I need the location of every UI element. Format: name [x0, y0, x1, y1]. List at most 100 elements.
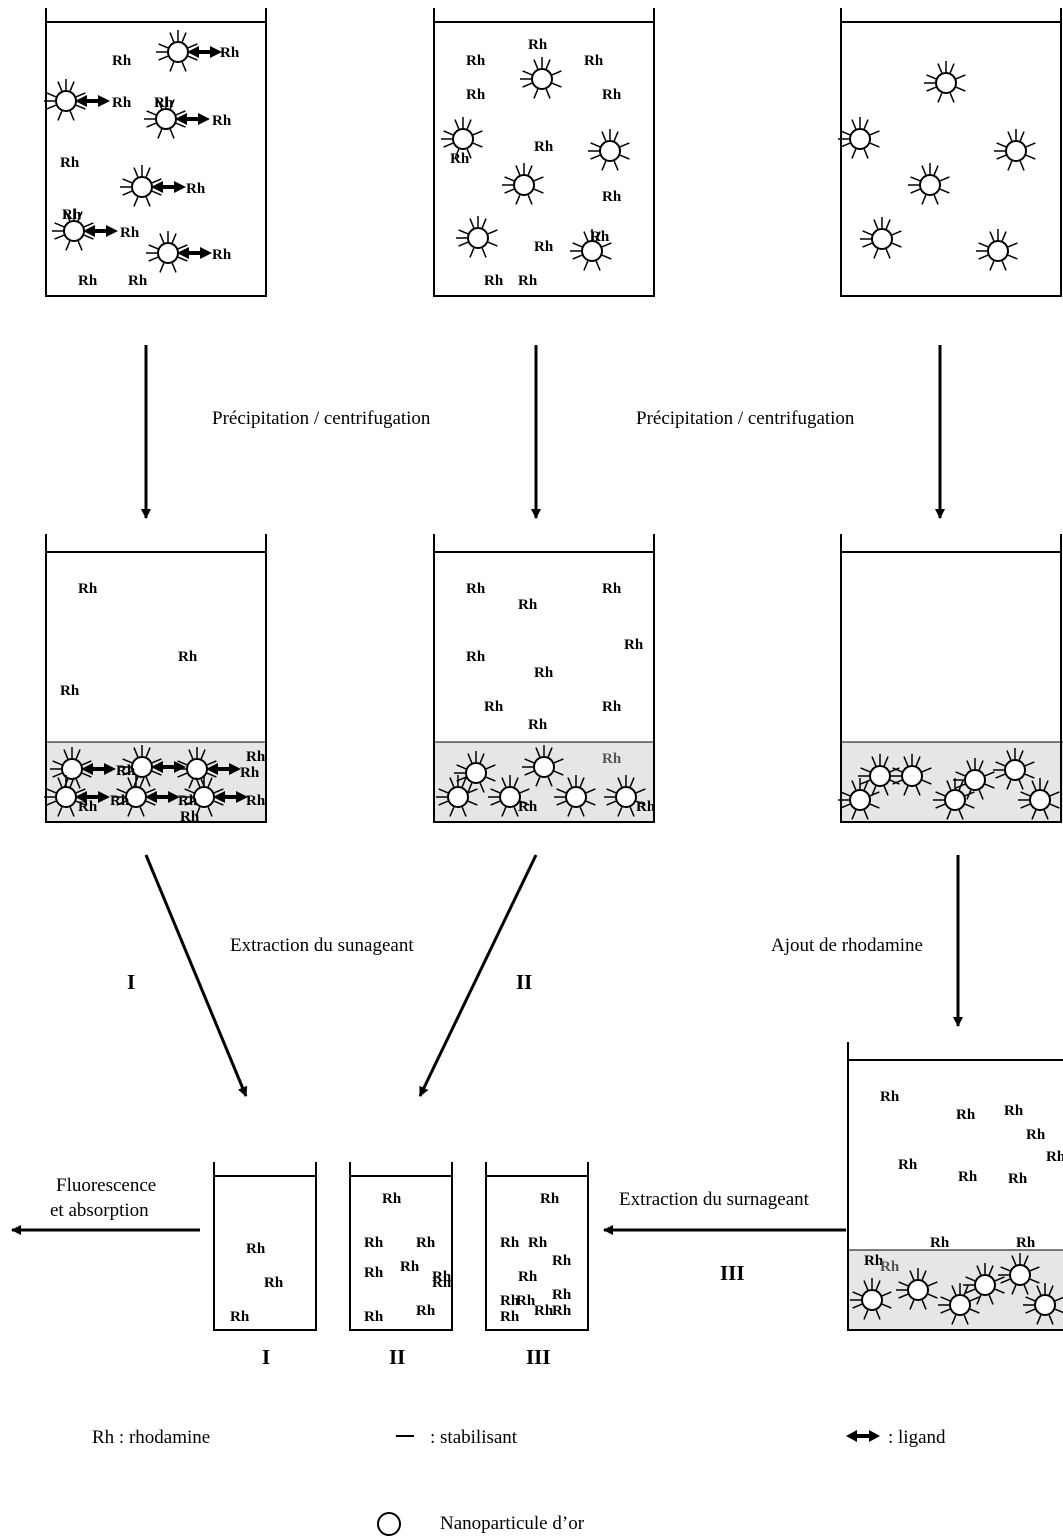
- gold-nanoparticle: [858, 754, 900, 796]
- rhodamine-label: Rh: [534, 139, 554, 155]
- rhodamine-label: Rh: [534, 665, 554, 681]
- sample-beaker-III: [485, 1162, 589, 1331]
- gold-nanoparticle: [604, 775, 646, 817]
- beaker-mid-left: [45, 534, 267, 823]
- rhodamine-label: Rh: [112, 53, 132, 69]
- rhodamine-label: Rh: [518, 273, 538, 289]
- gold-nanoparticle: [963, 1263, 1005, 1305]
- label-extraction-left: Extraction du sunageant: [230, 935, 414, 956]
- rhodamine-label: Rh: [246, 1241, 266, 1257]
- gold-nanoparticle: [520, 57, 562, 99]
- rhodamine-label: Rh: [1008, 1171, 1028, 1187]
- rhodamine-label: Rh: [78, 581, 98, 597]
- rhodamine-label: Rh: [186, 181, 206, 197]
- rhodamine-label: Rh: [484, 699, 504, 715]
- legend-ligand: : ligand: [888, 1427, 946, 1448]
- rhodamine-label: Rh: [958, 1169, 978, 1185]
- gold-nanoparticle: [860, 217, 902, 259]
- gold-nanoparticle: [570, 229, 612, 271]
- rhodamine-label: Rh: [534, 1303, 554, 1319]
- rhodamine-label: Rh: [518, 799, 538, 815]
- rhodamine-label: Rh: [484, 273, 504, 289]
- rhodamine-label: Rh: [1026, 1127, 1046, 1143]
- gold-nanoparticle: [890, 754, 932, 796]
- gold-nanoparticle: [908, 163, 950, 205]
- sample-label-II: II: [389, 1345, 406, 1369]
- rhodamine-label: Rh: [898, 1157, 918, 1173]
- gold-nanoparticle: [120, 165, 186, 207]
- rhodamine-label: Rh: [466, 87, 486, 103]
- rhodamine-label: Rh: [154, 95, 174, 111]
- gold-nanoparticle: [938, 1283, 980, 1325]
- rhodamine-label: Rh: [466, 53, 486, 69]
- rhodamine-label: Rh: [552, 1253, 572, 1269]
- rhodamine-label: Rh: [450, 151, 470, 167]
- path-label-II: II: [516, 970, 533, 994]
- gold-nanoparticle: [436, 775, 478, 817]
- rhodamine-label: Rh: [1004, 1103, 1024, 1119]
- rhodamine-label: Rh: [60, 683, 80, 699]
- rhodamine-label: Rh: [528, 37, 548, 53]
- rhodamine-label: Rh: [178, 793, 198, 809]
- label-ajout-rhodamine: Ajout de rhodamine: [771, 935, 923, 956]
- rhodamine-label: Rh: [62, 207, 82, 223]
- legend-rhodamine: Rh : rhodamine: [92, 1427, 211, 1448]
- beaker-bottom-right: [847, 1042, 1063, 1331]
- beaker-top-middle: [433, 8, 655, 297]
- rhodamine-label: Rh: [382, 1191, 402, 1207]
- rhodamine-label: Rh: [110, 793, 130, 809]
- legend-nanoparticle-symbol: [377, 1512, 401, 1536]
- gold-nanoparticle: [953, 758, 995, 800]
- sample-beaker-I: [213, 1162, 317, 1331]
- rhodamine-label: Rh: [400, 1259, 420, 1275]
- beaker-mid-middle: [433, 534, 655, 823]
- sample-label-I: I: [262, 1345, 271, 1369]
- gold-nanoparticle: [924, 61, 966, 103]
- rhodamine-label: Rh: [516, 1293, 536, 1309]
- rhodamine-label: Rh: [1046, 1149, 1063, 1165]
- gold-nanoparticle: [998, 1253, 1040, 1295]
- gold-nanoparticle: [44, 79, 110, 121]
- rhodamine-label: Rh: [246, 749, 266, 765]
- rhodamine-label: Rh: [212, 247, 232, 263]
- rhodamine-label: Rh: [416, 1235, 436, 1251]
- rhodamine-label: Rh: [930, 1235, 950, 1251]
- gold-nanoparticle: [52, 209, 118, 251]
- legend-stabilisant: : stabilisant: [430, 1427, 518, 1448]
- rhodamine-label: Rh: [528, 717, 548, 733]
- rhodamine-label: Rh: [432, 1275, 452, 1291]
- rhodamine-label: Rh: [178, 649, 198, 665]
- rhodamine-label: Rh: [60, 155, 80, 171]
- rhodamine-label: Rh: [880, 1089, 900, 1105]
- gold-nanoparticle: [182, 775, 248, 817]
- rhodamine-label: Rh: [602, 87, 622, 103]
- rhodamine-label: Rh: [112, 95, 132, 111]
- gold-nanoparticle: [1023, 1283, 1063, 1325]
- rhodamine-label: Rh: [864, 1253, 884, 1269]
- gold-nanoparticle: [838, 778, 880, 820]
- gold-nanoparticle: [976, 229, 1018, 271]
- rhodamine-label: Rh: [500, 1309, 520, 1325]
- rhodamine-label: Rh: [120, 225, 140, 241]
- label-extraction-right: Extraction du surnageant: [619, 1189, 809, 1210]
- rhodamine-label: Rh: [466, 581, 486, 597]
- rhodamine-label: Rh: [602, 699, 622, 715]
- rhodamine-label: Rh: [116, 763, 136, 779]
- gold-nanoparticle: [522, 745, 564, 787]
- rhodamine-label: Rh: [552, 1287, 572, 1303]
- gold-nanoparticle: [44, 775, 110, 817]
- rhodamine-label: Rh: [590, 229, 610, 245]
- beaker-top-left: [45, 8, 267, 297]
- rhodamine-label: Rh: [500, 1293, 520, 1309]
- rhodamine-label: Rh: [636, 799, 656, 815]
- label-precipitation-left: Précipitation / centrifugation: [212, 408, 431, 429]
- label-fluorescence-line2: et absorption: [50, 1200, 149, 1221]
- rhodamine-label: Rh: [78, 273, 98, 289]
- rhodamine-label: Rh: [264, 1275, 284, 1291]
- beaker-mid-right: [840, 534, 1062, 823]
- particles-layer: [44, 30, 1063, 1325]
- rhodamine-label: Rh: [220, 45, 240, 61]
- gold-nanoparticle: [144, 97, 210, 139]
